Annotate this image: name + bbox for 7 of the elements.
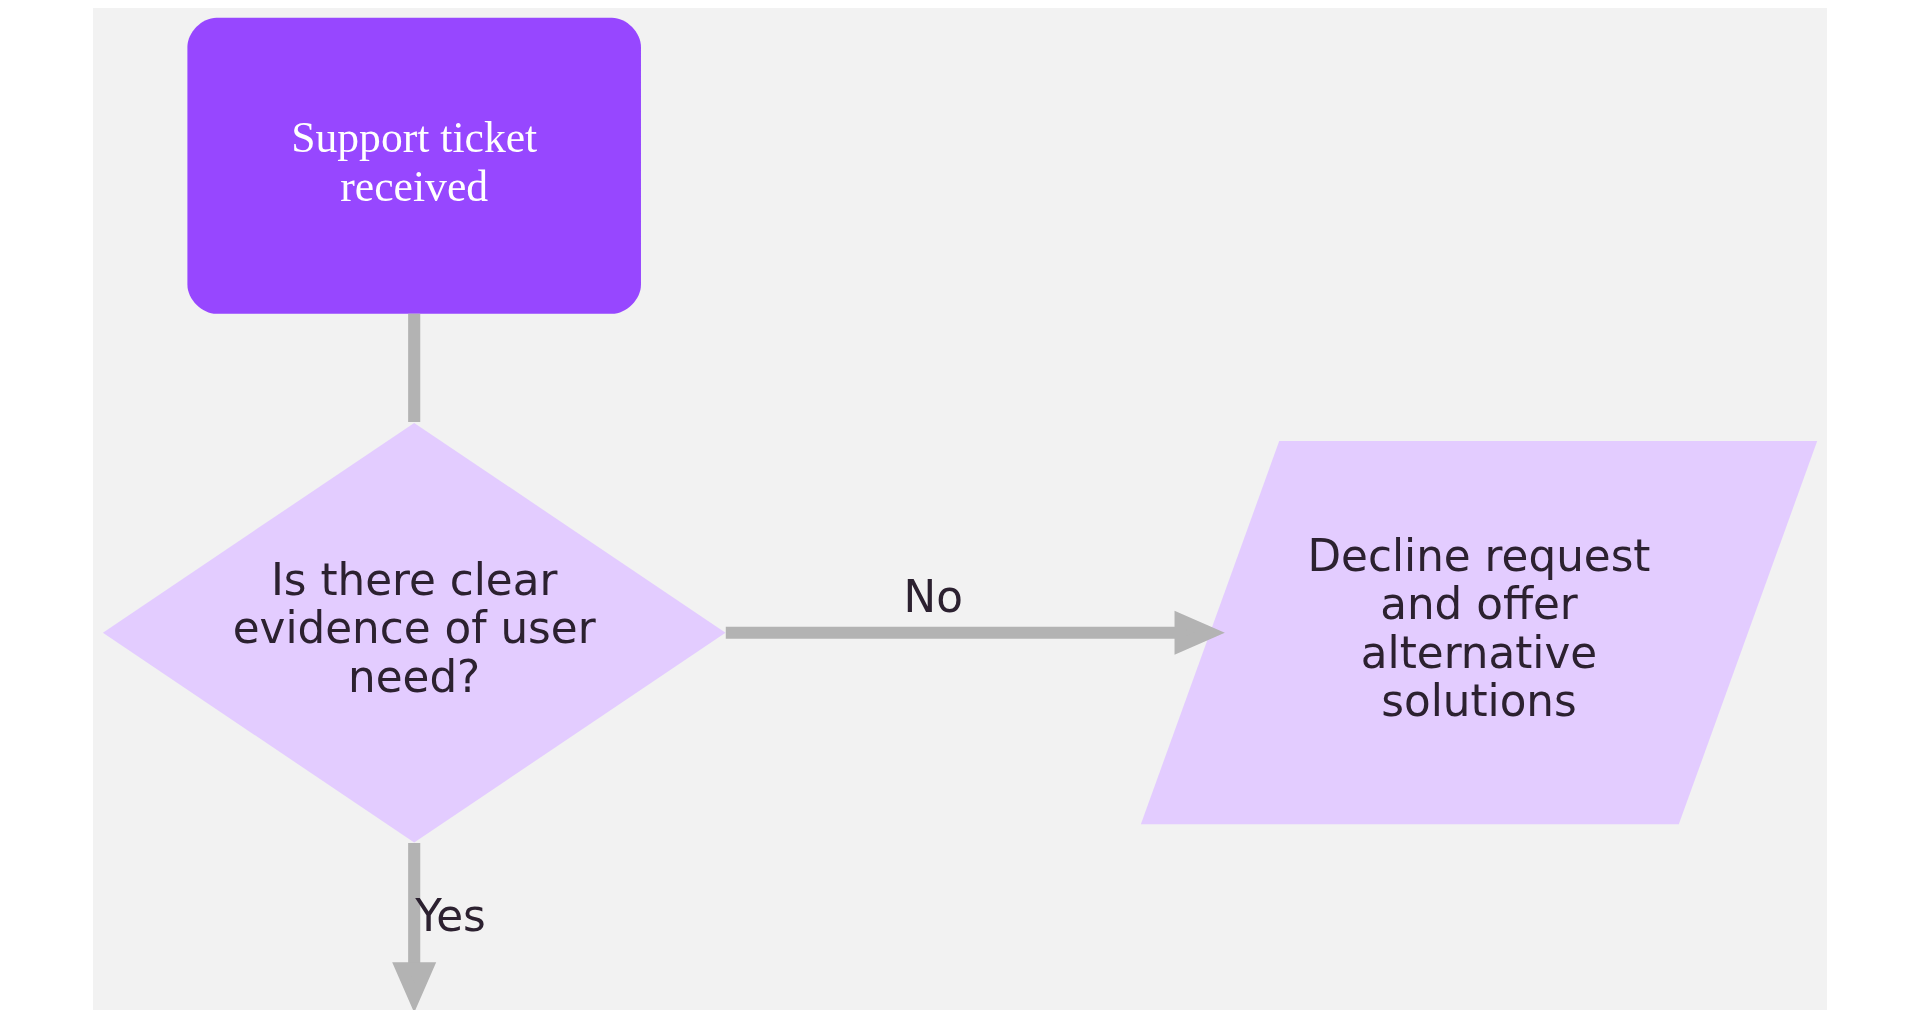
connector: [408, 313, 421, 423]
edge-label: Yes: [415, 889, 486, 941]
arrow: [392, 842, 437, 1010]
node-box: Support ticket received: [187, 17, 641, 314]
edge-label: No: [903, 570, 963, 622]
arrow: [725, 610, 1225, 655]
node-diamond: Is there clear evidence of user need?: [102, 422, 726, 843]
